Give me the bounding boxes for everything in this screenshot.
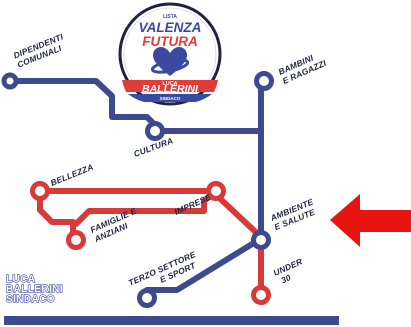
logo-badge: LISTA VALENZA FUTURA LUCA BALLERINI SIND… bbox=[118, 2, 222, 106]
heart-icon bbox=[150, 47, 190, 76]
logo-role-band bbox=[128, 94, 212, 102]
station-dipendenti bbox=[1, 72, 19, 90]
watermark-line3: SINDACO bbox=[6, 294, 55, 305]
logo-role: SINDACO bbox=[160, 96, 181, 101]
station-ambiente bbox=[251, 230, 271, 250]
watermark: LUCA BALLERINI SINDACO bbox=[5, 273, 63, 305]
label-under-2: 30 bbox=[279, 272, 292, 285]
logo-title-line1: VALENZA bbox=[139, 20, 202, 35]
station-cultura bbox=[145, 121, 165, 141]
station-famiglie bbox=[66, 230, 86, 250]
logo-top-label: LISTA bbox=[163, 14, 177, 20]
left-arrow-icon bbox=[330, 194, 411, 247]
station-terzo bbox=[137, 288, 157, 308]
logo-name-band bbox=[122, 80, 218, 92]
station-imprese bbox=[206, 181, 226, 201]
logo-name-top: LUCA bbox=[162, 81, 177, 87]
stations bbox=[1, 71, 274, 308]
watermark-line2: BALLERINI bbox=[6, 284, 63, 295]
watermark-line1: LUCA bbox=[6, 274, 35, 285]
logo-title-line2: FUTURA bbox=[142, 34, 198, 49]
label-bellezza: BELLEZZA bbox=[49, 162, 95, 188]
bottom-bar bbox=[4, 316, 339, 325]
station-bellezza bbox=[30, 181, 50, 201]
logo-name: BALLERINI bbox=[142, 83, 199, 95]
station-under bbox=[251, 285, 271, 305]
station-bambini bbox=[254, 71, 274, 91]
